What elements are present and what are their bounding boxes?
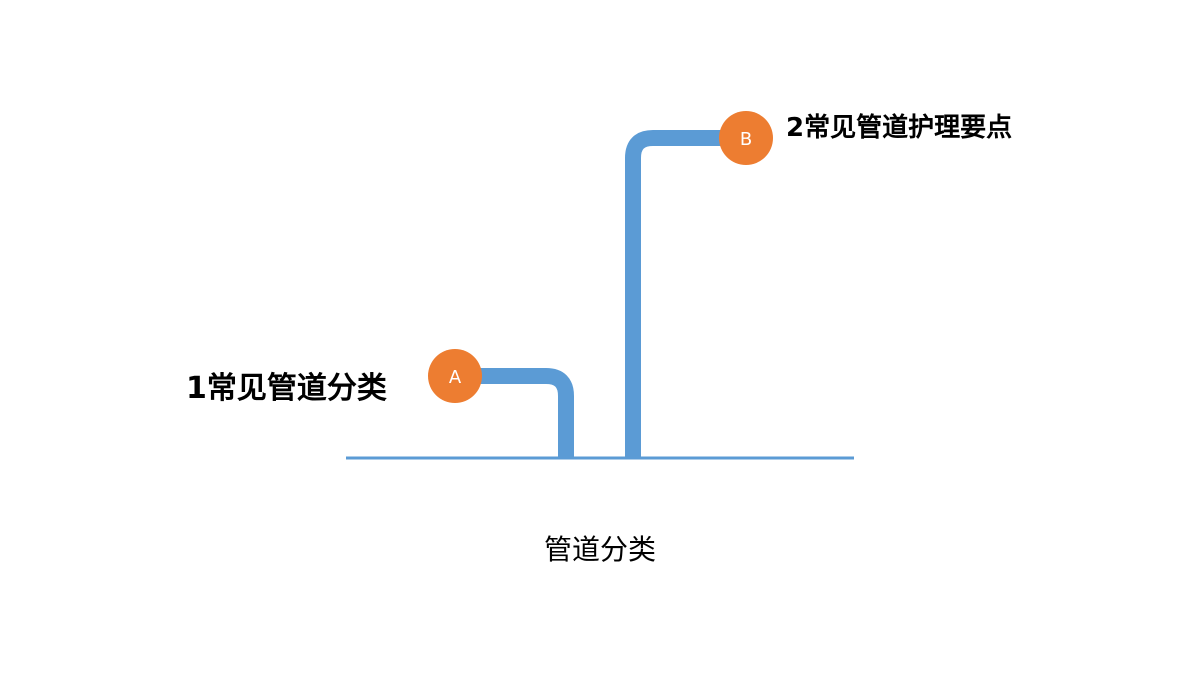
marker-a-letter: A — [449, 367, 462, 388]
connector-b — [625, 130, 746, 458]
caption: 管道分类 — [543, 533, 656, 566]
connector-a — [455, 368, 574, 458]
marker-b-circle — [719, 111, 773, 165]
marker-b-letter: B — [740, 129, 752, 150]
marker-a-circle — [428, 349, 482, 403]
marker-a: A — [428, 349, 482, 403]
marker-b: B — [719, 111, 773, 165]
label-a: 1常见管道分类 — [186, 371, 387, 406]
label-b: 2常见管道护理要点 — [786, 113, 1013, 143]
